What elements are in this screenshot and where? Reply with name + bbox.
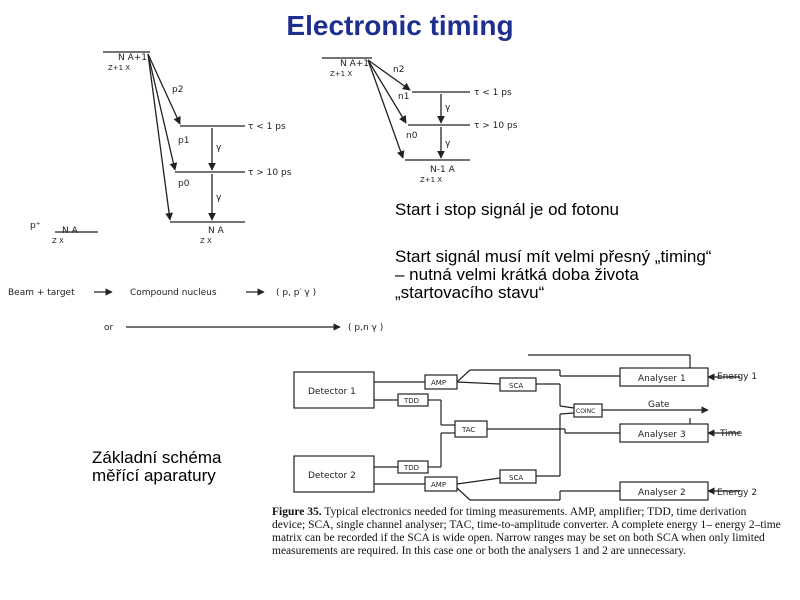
time-label: Time [719, 429, 742, 439]
right-final-label: N-1 A [430, 165, 456, 175]
note-scheme-line1: Základní schéma [92, 448, 222, 467]
analyser3-label: Analyser 3 [638, 430, 686, 440]
n1-label: n1 [398, 92, 409, 102]
n2-arrow [367, 59, 411, 91]
analyser2-label: Analyser 2 [638, 488, 686, 498]
note-photon-signal: Start i stop signál je od fotonu [395, 200, 619, 219]
tac-label: TAC [461, 426, 475, 434]
n0-arrow [367, 59, 405, 159]
reaction-scheme: Beam + target Compound nucleus ( p, p′ γ… [8, 288, 383, 333]
tdd1-label: TDD [403, 397, 419, 405]
energy1-label: Energy 1 [717, 372, 757, 382]
detector1-label: Detector 1 [308, 387, 356, 397]
tau1-label-2: τ < 1 ps [474, 88, 512, 98]
energy2-label: Energy 2 [717, 488, 757, 498]
level-diagram-pp [55, 51, 245, 233]
compound-sub: Z+1 X [108, 64, 130, 72]
gate-label: Gate [648, 400, 670, 410]
gamma-label-1: γ [216, 143, 222, 153]
detector1-box [293, 371, 375, 409]
beam-target-label: Beam + target [8, 288, 75, 298]
figure-number: Figure 35. [272, 506, 322, 518]
gamma-label-4: γ [445, 139, 451, 149]
sca1-label: SCA [509, 382, 523, 390]
left-particle-label: p⁺ [30, 221, 41, 231]
initial-label: N A [62, 226, 79, 236]
figure-caption: Figure 35. Typical electronics needed fo… [272, 506, 782, 558]
or-label: or [104, 323, 114, 333]
electronics-labels: Detector 1 Detector 2 AMP TDD TDD AMP TA… [308, 372, 757, 498]
compound-nucleus-label: Compound nucleus [130, 288, 217, 298]
tau10-label: τ > 10 ps [248, 168, 292, 178]
electronics-schematic [293, 354, 740, 501]
gamma-label-2: γ [216, 193, 222, 203]
analyser1-label: Analyser 1 [638, 374, 686, 384]
right-final-sub: Z+1 X [420, 176, 442, 184]
compound-label: N A+1 [118, 53, 147, 63]
level-diagram-pn-labels: N A+1 Z+1 X n2 n1 n0 τ < 1 ps τ > 10 ps … [330, 59, 518, 184]
ppg-label: ( p, p′ γ ) [276, 288, 316, 298]
amp2-label: AMP [431, 481, 446, 489]
p0-label: p0 [178, 179, 190, 189]
note-timing-line1: Start signál musí mít velmi přesný „timi… [395, 247, 712, 266]
coinc-label: COINC [576, 408, 595, 415]
amp1-label: AMP [431, 379, 446, 387]
p0-arrow [147, 53, 173, 221]
note-timing-line2: – nutná velmi krátká doba života [395, 265, 639, 284]
sca2-label: SCA [509, 474, 523, 482]
level-diagram-pp-labels: N A+1 Z+1 X p2 p1 p0 τ < 1 ps τ > 10 ps … [30, 53, 292, 245]
compound-sub-2: Z+1 X [330, 70, 352, 78]
gamma-label-3: γ [445, 103, 451, 113]
n0-label: n0 [406, 131, 418, 141]
p2-arrow [147, 53, 181, 125]
level-diagram-pn [322, 57, 470, 161]
slide-title: Electronic timing [286, 10, 514, 41]
compound-label-2: N A+1 [340, 59, 369, 69]
tau10-label-2: τ > 10 ps [474, 121, 518, 131]
png-label: ( p,n γ ) [348, 323, 383, 333]
final-label: N A [208, 226, 225, 236]
note-timing-line3: „startovacího stavu“ [395, 283, 545, 302]
p1-arrow [147, 53, 178, 171]
n1-arrow [367, 59, 407, 124]
p1-label: p1 [178, 136, 189, 146]
final-sub: Z X [200, 237, 212, 245]
tdd2-label: TDD [403, 464, 419, 472]
initial-sub: Z X [52, 237, 64, 245]
tau1-label: τ < 1 ps [248, 122, 286, 132]
n2-label: n2 [393, 65, 404, 75]
figure-caption-text: Typical electronics needed for timing me… [272, 506, 781, 557]
detector2-label: Detector 2 [308, 471, 356, 481]
p2-label: p2 [172, 85, 183, 95]
note-scheme-line2: měřící aparatury [92, 466, 216, 485]
detector2-box [293, 455, 375, 493]
